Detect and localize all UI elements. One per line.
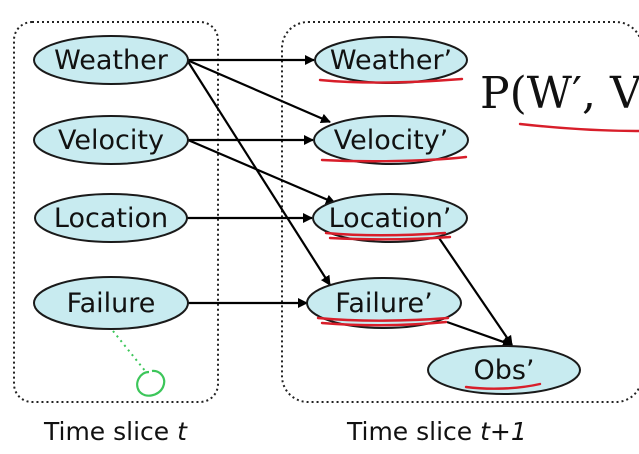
node-location-label: Location — [54, 203, 168, 234]
underline-formula — [518, 122, 639, 133]
node-obs-next-label: Obs’ — [473, 355, 534, 386]
edge-velocity-location1 — [187, 138, 336, 205]
time-slice-t-box — [13, 21, 219, 403]
underline-location-next-2 — [328, 235, 452, 241]
underline-failure-next-1 — [316, 316, 450, 322]
node-weather-label: Weather — [54, 45, 169, 76]
caption-time-slice-t1: Time slice t+1 — [346, 417, 527, 446]
caption-time-slice-t: Time slice t — [43, 417, 188, 446]
node-velocity-label: Velocity — [58, 125, 164, 156]
node-weather: Weather — [33, 35, 189, 85]
node-weather-next: Weather’ — [314, 36, 468, 84]
node-location: Location — [34, 193, 188, 243]
time-slice-t1-box — [281, 21, 639, 403]
edge-weather-velocity1 — [186, 58, 331, 124]
node-weather-next-label: Weather’ — [330, 45, 452, 76]
node-failure-label: Failure — [67, 288, 156, 319]
node-failure-next-label: Failure’ — [335, 288, 432, 319]
node-velocity-next-label: Velocity’ — [334, 125, 449, 156]
underline-location-next-1 — [324, 231, 447, 237]
underline-velocity-next — [320, 155, 468, 163]
underline-obs-next — [464, 382, 542, 390]
underline-weather-next — [318, 77, 464, 84]
green-sketch-annotation — [112, 330, 166, 397]
node-failure-next: Failure’ — [306, 277, 462, 329]
edge-weather-failure1 — [186, 59, 331, 286]
probability-formula: P(W′, V — [480, 68, 639, 119]
node-velocity: Velocity — [33, 115, 189, 165]
node-failure: Failure — [33, 276, 189, 330]
underline-failure-next-2 — [320, 320, 448, 327]
edges — [186, 55, 513, 347]
red-underline-annotations — [316, 77, 639, 390]
node-location-next: Location’ — [312, 193, 468, 243]
node-location-next-label: Location’ — [329, 203, 452, 234]
edge-failure1-obs1 — [446, 320, 513, 347]
node-obs-next: Obs’ — [427, 345, 581, 395]
edge-location1-obs1 — [436, 234, 513, 346]
node-velocity-next: Velocity’ — [313, 115, 469, 165]
